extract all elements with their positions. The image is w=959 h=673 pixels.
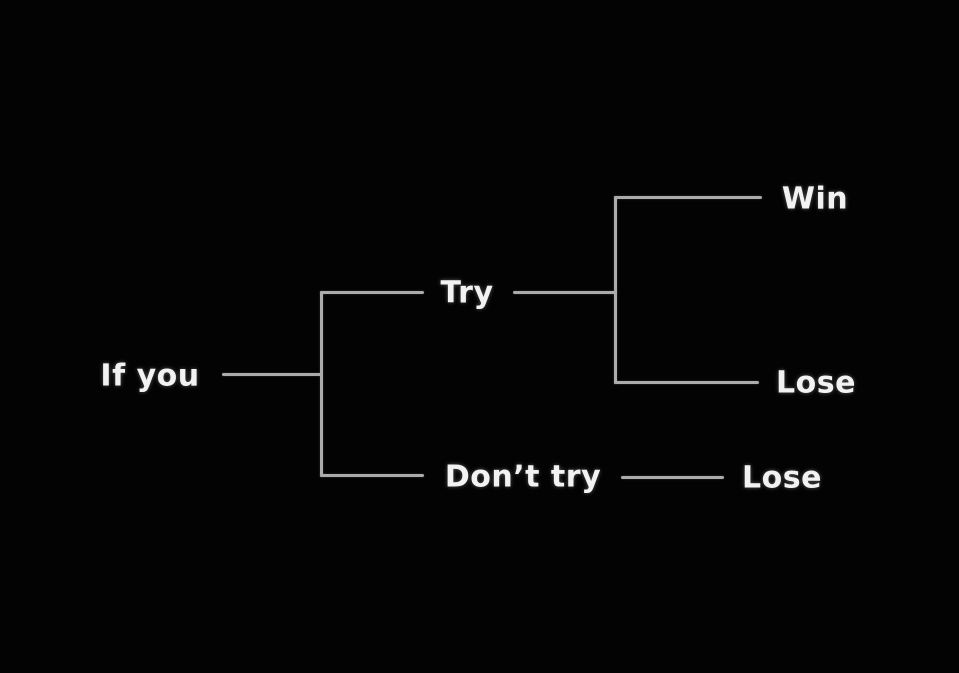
connector-split-to-lose: [614, 381, 759, 384]
connector-try-to-split: [513, 291, 617, 294]
connector-split-to-try: [320, 291, 424, 294]
connector-split-to-win: [614, 196, 762, 199]
node-try: Try: [440, 275, 494, 311]
node-lose-after-dont-try: Lose: [742, 460, 822, 496]
node-lose-after-try: Lose: [776, 365, 856, 401]
connector-split-to-dont-try: [320, 474, 424, 477]
node-if-you: If you: [100, 358, 200, 394]
connector-second-split-vertical: [614, 196, 617, 384]
node-dont-try: Don’t try: [444, 459, 602, 495]
connector-first-split-vertical: [320, 291, 323, 477]
node-win: Win: [781, 181, 849, 217]
connector-root-to-split: [222, 373, 321, 376]
connector-dont-try-to-lose: [621, 476, 724, 479]
